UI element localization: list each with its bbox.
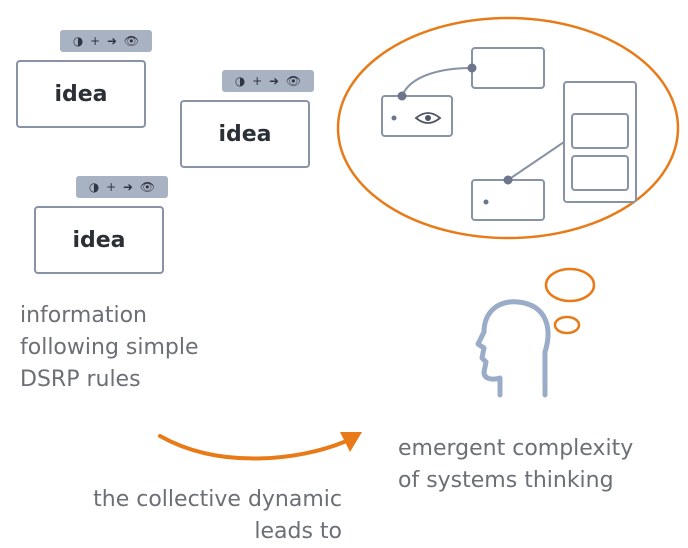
bottom-caption-line-2: leads to (254, 519, 342, 544)
contrast-icon[interactable]: ◑ (234, 74, 246, 88)
eye-icon[interactable]: 👁 (139, 180, 156, 194)
relationship-line-1 (401, 67, 473, 97)
thought-bubble-medium (544, 267, 596, 303)
eye-icon (414, 112, 442, 124)
left-caption: information following simple DSRP rules (20, 300, 199, 396)
node-dot (483, 199, 489, 205)
plus-icon[interactable]: + (90, 34, 101, 48)
relationship-line-2 (507, 141, 565, 181)
contrast-icon[interactable]: ◑ (72, 34, 84, 48)
system-box-inner-2 (571, 155, 629, 191)
idea-label: idea (54, 81, 108, 107)
arrow-right-icon[interactable]: ➜ (107, 34, 118, 48)
system-box-left (381, 95, 453, 137)
connector-dot (467, 63, 477, 73)
idea-toolbar-1[interactable]: ◑ + ➜ 👁 (60, 30, 152, 52)
idea-card-3[interactable]: idea (34, 206, 164, 274)
left-caption-line-1: information (20, 303, 147, 328)
node-dot (391, 115, 397, 121)
plus-icon[interactable]: + (106, 180, 117, 194)
plus-icon[interactable]: + (252, 74, 263, 88)
bottom-caption: the collective dynamic leads to (93, 484, 342, 548)
idea-card-1[interactable]: idea (16, 60, 146, 128)
idea-card-2[interactable]: idea (180, 100, 310, 168)
left-caption-line-3: DSRP rules (20, 367, 141, 392)
system-box-bottom (471, 179, 545, 221)
contrast-icon[interactable]: ◑ (88, 180, 100, 194)
arrow-head-icon (340, 432, 362, 452)
thought-bubble (336, 16, 680, 240)
right-caption-line-1: emergent complexity (398, 436, 634, 461)
idea-toolbar-3[interactable]: ◑ + ➜ 👁 (76, 176, 168, 198)
idea-label: idea (72, 227, 126, 253)
right-caption-line-2: of systems thinking (398, 468, 614, 493)
idea-label: idea (218, 121, 272, 147)
eye-icon[interactable]: 👁 (123, 34, 140, 48)
idea-toolbar-2[interactable]: ◑ + ➜ 👁 (222, 70, 314, 92)
bottom-caption-line-1: the collective dynamic (93, 487, 342, 512)
eye-icon[interactable]: 👁 (285, 74, 302, 88)
right-caption: emergent complexity of systems thinking (398, 433, 633, 497)
leads-to-arrow (158, 434, 346, 461)
arrow-right-icon[interactable]: ➜ (269, 74, 280, 88)
arrow-right-icon[interactable]: ➜ (123, 180, 134, 194)
head-profile-icon (475, 299, 551, 398)
left-caption-line-2: following simple (20, 335, 199, 360)
system-box-inner-1 (571, 113, 629, 149)
system-box-top (471, 47, 545, 89)
connector-dot (397, 91, 407, 101)
connector-dot (503, 175, 513, 185)
thought-bubble-small (553, 315, 581, 335)
